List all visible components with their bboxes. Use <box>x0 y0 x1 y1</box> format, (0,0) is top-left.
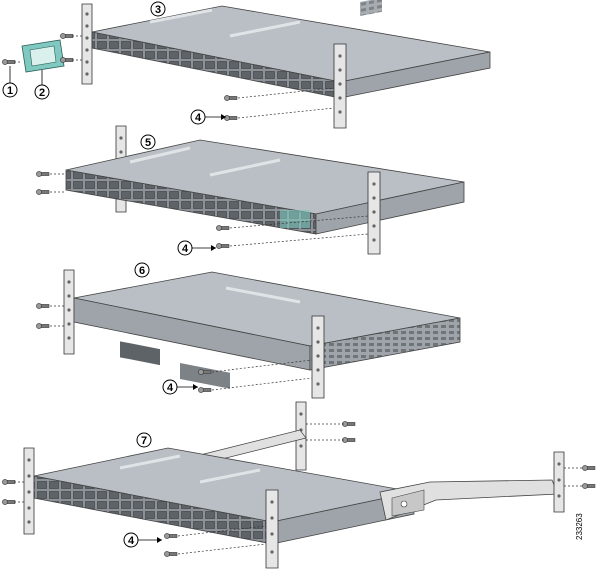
callout-3: 3 <box>150 1 166 17</box>
callout-6-label: 6 <box>139 265 145 277</box>
rack-screw <box>224 115 238 121</box>
assembly-four-post-with-extension-rails <box>2 401 596 569</box>
callout-4-third: 4 <box>162 379 198 395</box>
callout-4-label: 4 <box>128 535 135 547</box>
callout-4-label: 4 <box>167 382 174 394</box>
callout-4-label: 4 <box>182 243 189 255</box>
right-rack-rail <box>265 489 279 569</box>
callout-2-label: 2 <box>39 87 45 99</box>
assembly-front-mount-with-bracket <box>2 0 491 129</box>
right-rack-rail <box>311 315 325 399</box>
callout-6: 6 <box>134 262 150 278</box>
left-rack-rail <box>23 447 35 535</box>
rack-screw <box>36 303 50 309</box>
figure-id: 233263 <box>575 513 584 540</box>
rack-screw <box>2 479 16 485</box>
callout-7: 7 <box>136 432 152 448</box>
rear-right-rack-rail <box>553 451 565 513</box>
assembly-mid-mount <box>36 125 465 255</box>
rack-screw <box>36 323 50 329</box>
bracket-screw <box>60 33 74 39</box>
rack-screw <box>36 171 50 177</box>
right-rack-rail <box>333 43 347 129</box>
rear-rack-screw <box>582 465 596 471</box>
rack-screw <box>198 369 212 375</box>
callout-3-label: 3 <box>155 4 161 16</box>
assembly-rear-mount <box>36 269 461 399</box>
bracket-screw <box>60 57 74 63</box>
callout-4-label: 4 <box>195 112 202 124</box>
cable-guide-bracket <box>21 39 65 73</box>
rack-screw <box>216 225 230 231</box>
callout-7-label: 7 <box>141 435 147 447</box>
rear-rack-screw <box>582 483 596 489</box>
callout-2: 2 <box>34 70 50 100</box>
callout-4-first: 4 <box>190 109 226 125</box>
rear-rack-screw <box>342 421 356 427</box>
right-rack-rail <box>367 171 381 255</box>
rear-rack-screw <box>342 437 356 443</box>
rack-screw <box>164 551 178 557</box>
switch-side-panel <box>309 317 461 371</box>
left-rack-rail <box>81 3 93 85</box>
rack-screw <box>2 499 16 505</box>
callout-4-fourth: 4 <box>123 532 162 548</box>
bracket-screw <box>2 59 16 65</box>
rack-screw <box>164 533 178 539</box>
callout-4-second: 4 <box>177 240 216 256</box>
switch-side-panel <box>315 181 465 235</box>
rack-screw <box>198 387 212 393</box>
callout-5-label: 5 <box>145 137 151 149</box>
callout-1: 1 <box>2 66 18 98</box>
rack-screw <box>36 189 50 195</box>
callout-5: 5 <box>140 134 156 150</box>
rack-screw <box>224 95 238 101</box>
rack-screw <box>216 243 230 249</box>
left-rack-rail <box>63 269 75 355</box>
callout-1-label: 1 <box>7 85 13 97</box>
